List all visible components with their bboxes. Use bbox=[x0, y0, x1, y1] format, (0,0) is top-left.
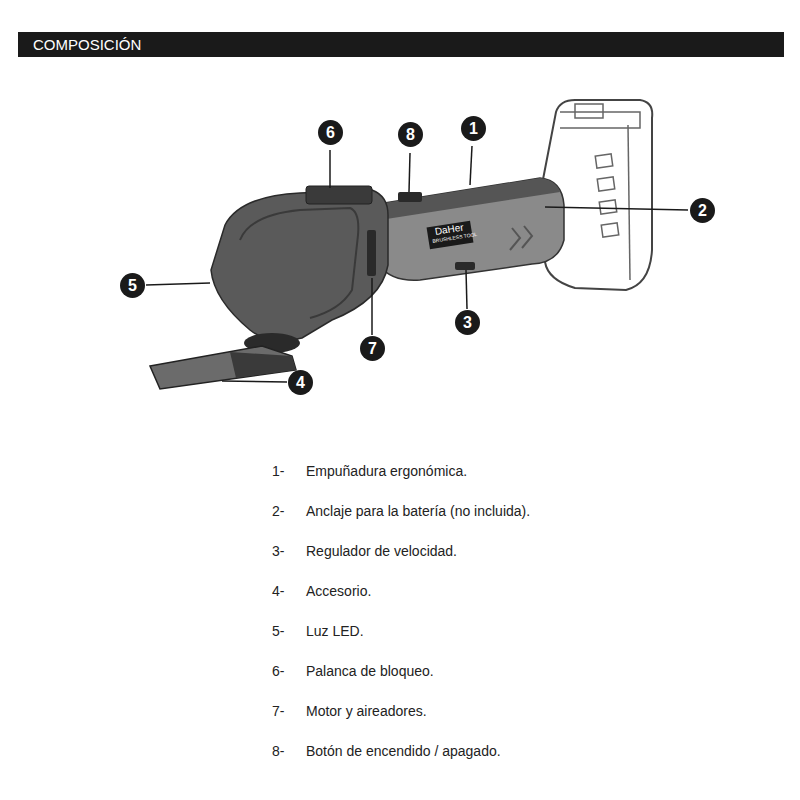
part-description: Palanca de bloqueo. bbox=[306, 663, 434, 680]
callout-text: 4 bbox=[296, 375, 305, 391]
callout-text: 8 bbox=[406, 127, 415, 143]
list-number: 3- bbox=[272, 543, 284, 560]
part-description: Regulador de velocidad. bbox=[306, 543, 457, 560]
list-number: 5- bbox=[272, 623, 284, 640]
callout-number: 3 bbox=[455, 310, 480, 335]
callout-text: 6 bbox=[326, 125, 335, 141]
callout-text: 5 bbox=[128, 278, 137, 294]
callout-number: 5 bbox=[120, 273, 145, 298]
callout-text: 3 bbox=[463, 315, 472, 331]
callout-number: 2 bbox=[690, 198, 715, 223]
section-title: COMPOSICIÓN bbox=[33, 35, 141, 54]
part-description: Motor y aireadores. bbox=[306, 703, 427, 720]
list-number: 6- bbox=[272, 663, 284, 680]
callout-number: 4 bbox=[288, 370, 313, 395]
part-description: Botón de encendido / apagado. bbox=[306, 743, 501, 760]
callout-text: 1 bbox=[469, 121, 478, 137]
list-number: 2- bbox=[272, 503, 284, 520]
callout-number: 1 bbox=[461, 116, 486, 141]
part-description: Anclaje para la batería (no incluida). bbox=[306, 503, 530, 520]
list-number: 8- bbox=[272, 743, 284, 760]
callout-number: 8 bbox=[398, 122, 423, 147]
part-description: Empuñadura ergonómica. bbox=[306, 463, 467, 480]
callout-text: 7 bbox=[368, 341, 377, 357]
callout-number: 6 bbox=[318, 120, 343, 145]
part-description: Luz LED. bbox=[306, 623, 364, 640]
list-number: 1- bbox=[272, 463, 284, 480]
callout-number: 7 bbox=[360, 336, 385, 361]
part-description: Accesorio. bbox=[306, 583, 371, 600]
callout-text: 2 bbox=[698, 203, 707, 219]
list-number: 4- bbox=[272, 583, 284, 600]
list-number: 7- bbox=[272, 703, 284, 720]
